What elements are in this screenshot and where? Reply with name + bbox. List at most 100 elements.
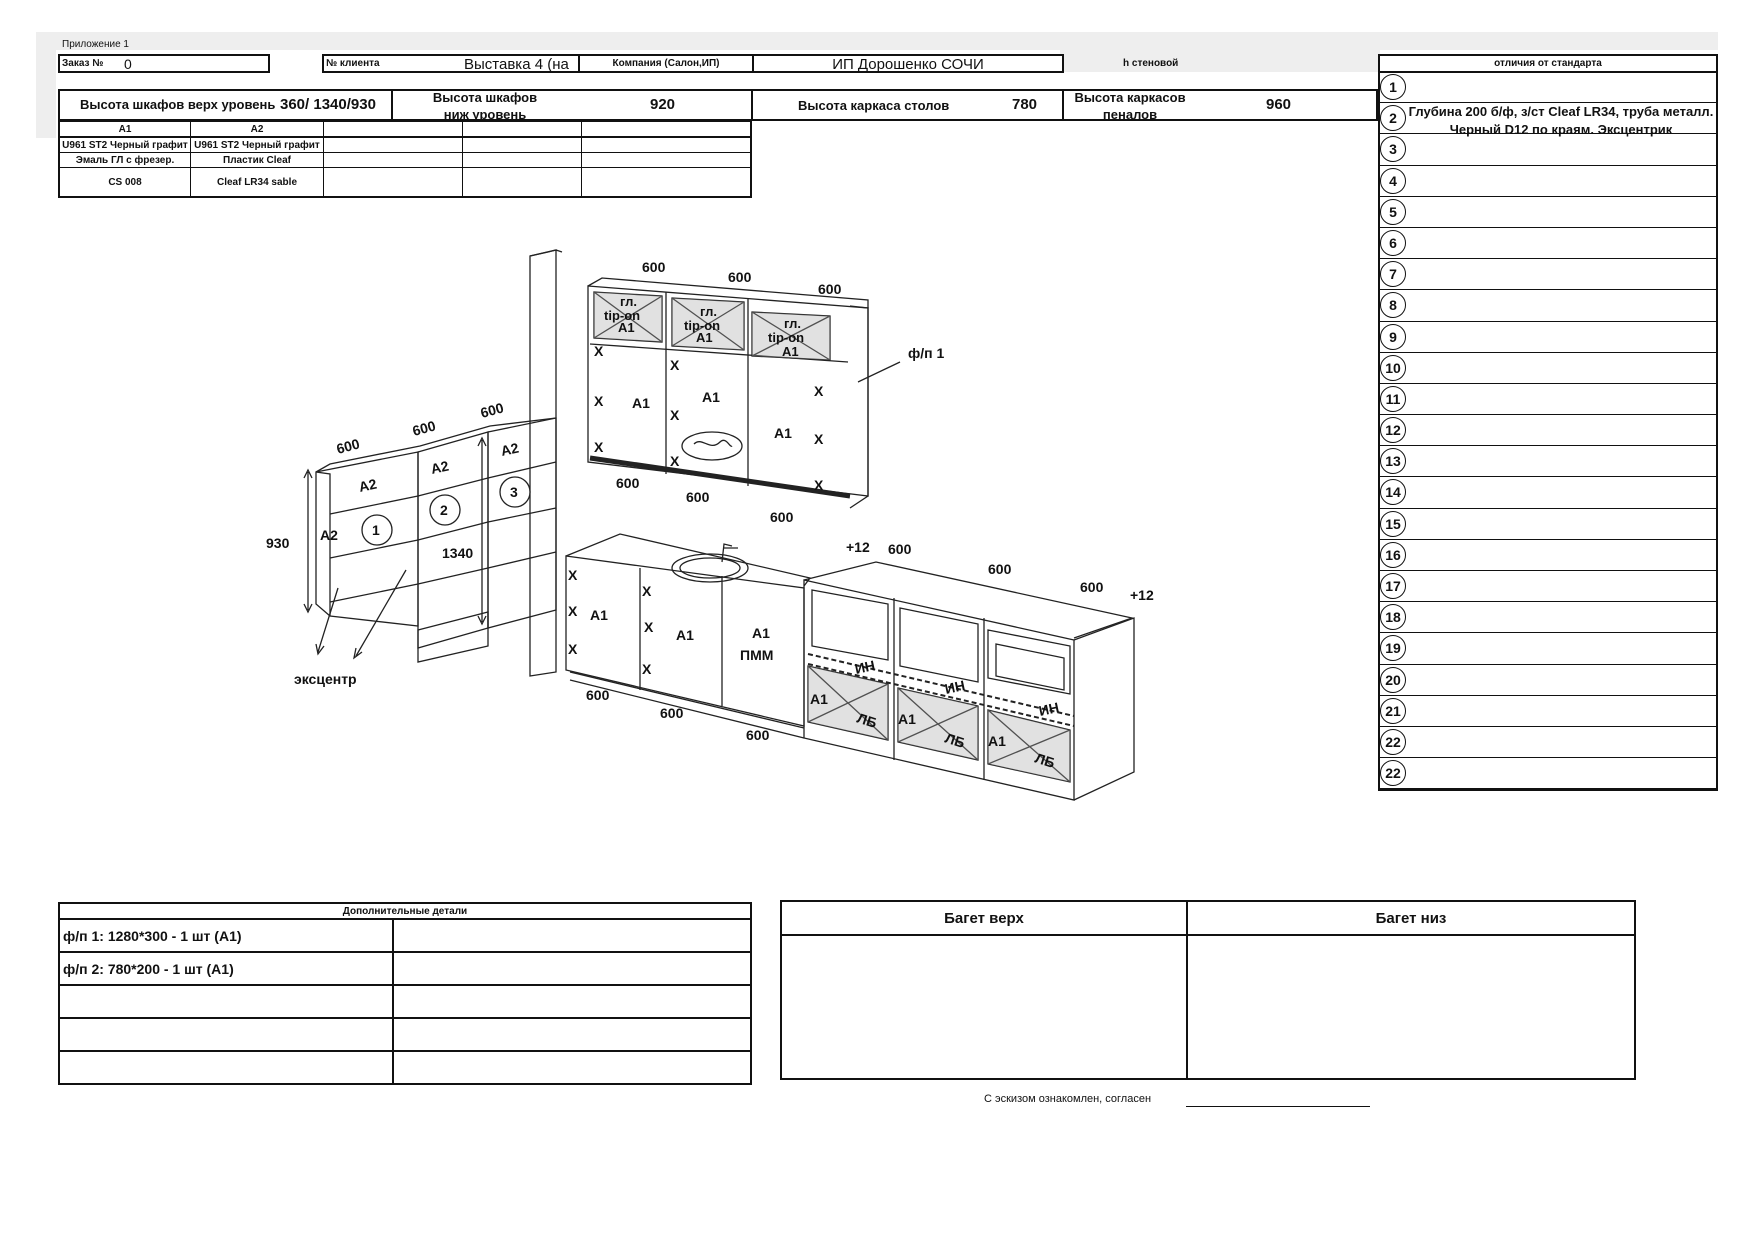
order-label: Заказ № (62, 58, 104, 69)
difference-row: 12 (1380, 415, 1716, 447)
extra-details-row (58, 984, 752, 1019)
base-right-width-1: 600 (888, 541, 912, 557)
glass-fill-2 (672, 298, 744, 350)
in-label-3: ИН (1037, 699, 1060, 719)
base-left-width-2: 600 (660, 705, 684, 721)
difference-row: 9 (1380, 322, 1716, 353)
company-value-box: ИП Дорошенко СОЧИ (752, 54, 1064, 73)
difference-number: 1 (1380, 74, 1406, 100)
base-countertop (565, 533, 812, 587)
shelf-num-1: 1 (372, 522, 380, 538)
shelf-width-3: 600 (479, 399, 506, 421)
eccentric-arrow-1 (315, 587, 339, 656)
extra-details-cell (58, 1050, 394, 1085)
hinge-x: X (568, 603, 578, 619)
shelf-circle-2 (429, 494, 461, 526)
right-niche-2 (899, 607, 979, 683)
glass-label-3a: гл. (784, 316, 801, 331)
hinge-x: X (642, 661, 652, 677)
hinge-x: X (814, 383, 824, 399)
upper-a1-3: А1 (774, 425, 792, 441)
heights-divider-3 (1062, 89, 1064, 121)
extra-details-cell (392, 1050, 752, 1085)
lb-label-3: ЛБ (1033, 750, 1057, 771)
difference-number: 2 (1380, 105, 1406, 132)
hinge-x: X (594, 439, 604, 455)
hinge-x: X (814, 431, 824, 447)
glass-drawer-3 (987, 709, 1071, 783)
difference-number: 12 (1380, 417, 1406, 444)
difference-number: 10 (1380, 354, 1406, 381)
upper-bottom-width-3: 600 (770, 509, 794, 525)
hinge-x: X (594, 343, 604, 359)
baguette-header-row: Багет верх Багет низ (780, 900, 1636, 936)
base-a1-1: А1 (590, 607, 608, 623)
extra-details-cell (392, 918, 752, 953)
glass-drawer-2 (897, 687, 979, 761)
materials-row: Эмаль ГЛ с фрезер. Пластик Cleaf (58, 152, 752, 168)
shelf-unit-bottom (417, 611, 489, 663)
upper-a1-1: А1 (632, 395, 650, 411)
difference-number: 15 (1380, 510, 1406, 537)
materials-row: CS 008 Cleaf LR34 sable (58, 167, 752, 198)
tall-height-value: 960 (1266, 96, 1292, 113)
extra-details-title: Дополнительные детали (58, 902, 752, 920)
hinge-x: X (670, 453, 680, 469)
in-label-2: ИН (943, 677, 966, 697)
glass-a1-3: А1 (782, 344, 799, 359)
extra-details-cell: ф/п 1: 1280*300 - 1 шт (А1) (58, 918, 394, 953)
client-label: № клиента (326, 58, 380, 69)
upper-cabinets-side (849, 305, 869, 509)
upper-width-3: 600 (818, 281, 842, 297)
difference-row: 20 (1380, 665, 1716, 696)
company-value: ИП Дорошенко СОЧИ (832, 56, 984, 73)
base-plinth (569, 671, 805, 739)
in-label-1: ИН (853, 657, 876, 677)
glass-fill-4 (808, 666, 888, 740)
upper-cabinets-top (587, 277, 869, 308)
sink (671, 553, 749, 583)
eccentric-arrow-2 (353, 569, 407, 660)
extra-details-cell (58, 1017, 394, 1052)
shelf-unit-left-side (315, 471, 331, 616)
base-left-width-3: 600 (746, 727, 770, 743)
difference-row: 15 (1380, 509, 1716, 540)
hinge-x: X (594, 393, 604, 409)
glass-fill-5 (898, 688, 978, 760)
difference-number: 14 (1380, 479, 1406, 506)
shelf-lines-3 (329, 551, 557, 603)
hinge-x: X (814, 477, 824, 493)
shelf-num-2: 2 (440, 502, 448, 518)
base-a1-3: А1 (752, 625, 770, 641)
difference-row: 2 (1380, 103, 1716, 135)
hinge-x: X (670, 357, 680, 373)
upper-plinth (589, 455, 851, 499)
shelf-circle-3 (499, 476, 531, 508)
extra-details-row: ф/п 1: 1280*300 - 1 шт (А1) (58, 918, 752, 953)
drawer-strip (807, 653, 1075, 727)
lower-height-value: 920 (650, 96, 676, 113)
glass-label-2b: tip-on (684, 318, 720, 333)
heights-box (58, 89, 1378, 121)
shelf-a2-1: А2 (357, 476, 378, 495)
order-box: Заказ № 0 (58, 54, 270, 73)
shelf-lines-2 (329, 507, 557, 559)
difference-number: 9 (1380, 323, 1406, 350)
lower-height-label: Высота шкафов ниж уровень (432, 90, 538, 122)
shelf-unit-right (487, 417, 557, 629)
difference-number: 22 (1380, 728, 1406, 755)
materials-cell: Cleaf LR34 sable (190, 167, 324, 198)
header-band-left (36, 50, 56, 138)
fp1-label: ф/п 1 (908, 345, 944, 361)
sink-inner (679, 557, 741, 579)
difference-row: 17 (1380, 571, 1716, 603)
baguette-top-label: Багет верх (780, 900, 1188, 936)
materials-cell: CS 008 (58, 167, 191, 198)
upper-bottom-width-1: 600 (616, 475, 640, 491)
shelf-a2-3: А2 (499, 440, 520, 459)
difference-number: 20 (1380, 666, 1406, 693)
upper-bottom-width-2: 600 (686, 489, 710, 505)
client-value: Выставка 4 (на (464, 56, 569, 73)
extra-details-cell (392, 984, 752, 1019)
